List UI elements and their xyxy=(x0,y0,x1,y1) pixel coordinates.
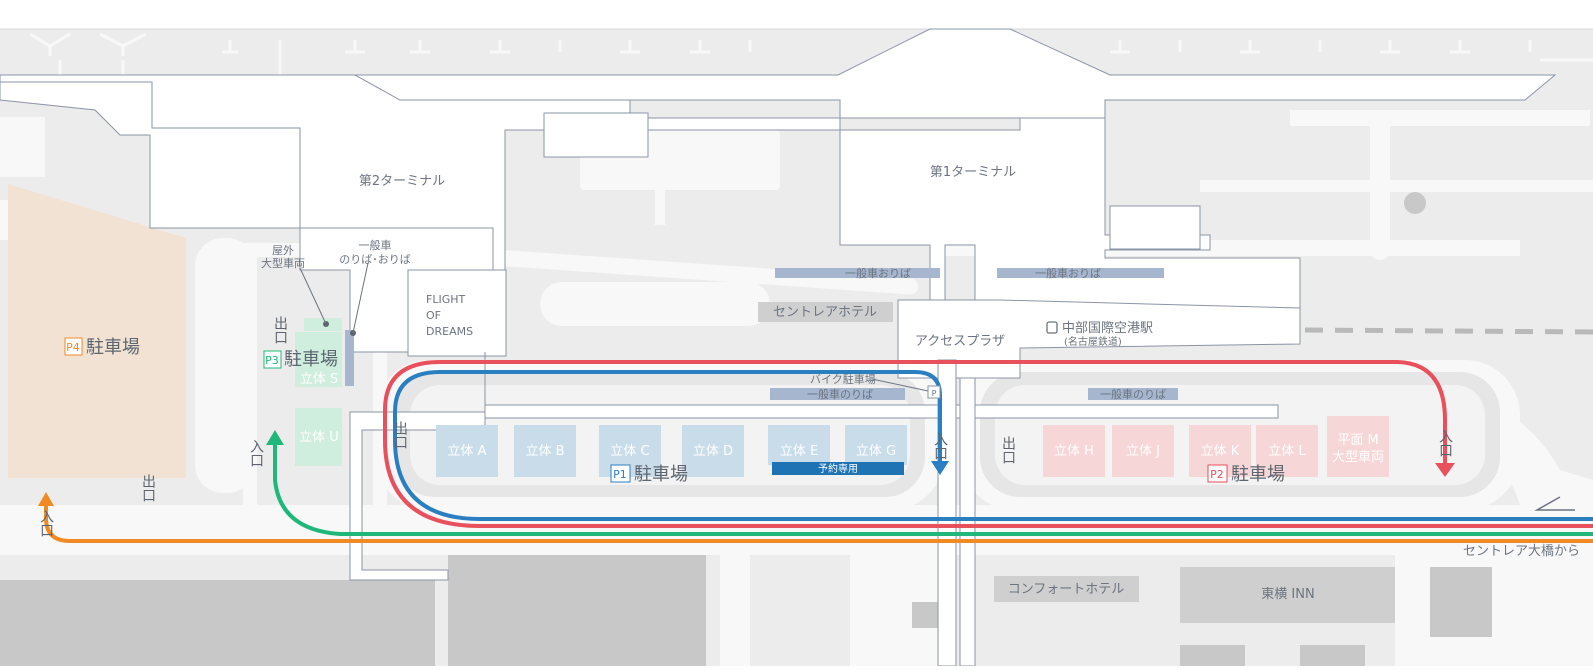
route-red xyxy=(383,360,1593,528)
p1-block-e[interactable] xyxy=(768,425,830,465)
p2-flat-m[interactable] xyxy=(1327,416,1389,477)
route-lines xyxy=(44,360,1593,543)
p1-block-c-label: 立体 C xyxy=(610,444,649,459)
exit-sign-p3: 出口 xyxy=(272,316,288,344)
entrance-sign-p3: 入口 xyxy=(248,439,264,467)
p2-block-j-label: 立体 J xyxy=(1126,444,1160,459)
p1-block-e-label: 立体 E xyxy=(780,444,818,459)
terminal-2 xyxy=(0,81,494,353)
centrair-hotel: セントレアホテル xyxy=(773,305,877,320)
flight-of-dreams-line1: FLIGHT xyxy=(426,293,465,306)
p1-badge xyxy=(610,464,631,483)
p3-parking-label: 駐車場 xyxy=(284,349,338,370)
p1-block-b-label: 立体 B xyxy=(525,444,564,459)
rail-line xyxy=(1304,327,1593,335)
p2-badge xyxy=(1207,464,1228,483)
p2-block-k-label: 立体 K xyxy=(1201,444,1240,459)
entrance-signs: 入口 入口 入口 入口 xyxy=(38,429,1453,537)
svg-text:P: P xyxy=(932,389,937,398)
p1-parking-label: 駐車場 xyxy=(634,464,688,485)
train-icon xyxy=(1046,321,1058,334)
p2-badge-text: P2 xyxy=(1210,468,1224,481)
p1-block-a-label: 立体 A xyxy=(447,444,486,459)
pickup-p2-label: 一般車のりば xyxy=(1100,387,1166,401)
p1-badge-text: P1 xyxy=(613,468,627,481)
flight-of-dreams-line3: DREAMS xyxy=(426,325,473,338)
exit-sign-p1: 出口 xyxy=(392,421,408,449)
p2-parking-label: 駐車場 xyxy=(1231,464,1285,485)
station-name: 中部国際空港駅 xyxy=(1062,321,1153,336)
p4-badge-text: P4 xyxy=(66,341,80,354)
p3-block-s[interactable] xyxy=(295,332,342,387)
route-orange xyxy=(44,503,1593,543)
p3-general-line1: 一般車 xyxy=(359,238,392,252)
dropoff-right-label: 一般車おりば xyxy=(1035,266,1101,280)
access-plaza-label: アクセスプラザ xyxy=(915,334,1005,349)
p3-block-u[interactable] xyxy=(295,408,342,466)
exit-signs: 出口 出口 出口 出口 xyxy=(140,316,1016,502)
pickup-p1-label: 一般車のりば xyxy=(807,387,873,401)
p3-large-vehicle-line1: 屋外 xyxy=(272,244,294,257)
route-green xyxy=(273,438,1593,536)
bike-parking-label: バイク駐車場 xyxy=(810,372,876,386)
dropoff-left-label: 一般車おりば xyxy=(845,266,911,280)
bike-parking-icon xyxy=(927,385,941,399)
p1-block-b[interactable] xyxy=(514,425,576,477)
p4-badge xyxy=(64,337,83,356)
p3-block-s-label: 立体 S xyxy=(300,372,338,387)
exit-sign-bottom-left: 出口 xyxy=(140,474,156,502)
entrance-sign-p1: 入口 xyxy=(932,432,948,460)
p2-flat-m-label2: 大型車両 xyxy=(1332,450,1384,465)
p4-parking-label: 駐車場 xyxy=(86,337,140,358)
p3-badge xyxy=(263,350,282,369)
arrow-red xyxy=(1435,463,1455,477)
round-marker xyxy=(1404,192,1426,214)
p1-block-g[interactable] xyxy=(845,425,907,465)
bridge-direction-icon xyxy=(1534,496,1575,511)
flight-of-dreams-building xyxy=(407,269,507,357)
arrow-green xyxy=(266,430,284,445)
bridge-label: セントレア大橋から xyxy=(1463,544,1580,559)
exit-sign-p2: 出口 xyxy=(1000,436,1016,464)
p3-block-u-label: 立体 U xyxy=(299,430,339,445)
comfort-hotel: コンフォートホテル xyxy=(1008,582,1125,597)
reserved-only-label: 予約専用 xyxy=(818,462,858,475)
p2-flat-m-label1: 平面 M xyxy=(1337,433,1378,448)
p2-block-l-label: 立体 L xyxy=(1268,444,1306,459)
arrow-blue xyxy=(931,461,949,475)
terminal-1-wing xyxy=(353,28,1557,119)
entrance-sign-p4: 入口 xyxy=(38,509,54,537)
route-blue xyxy=(393,370,1593,521)
p1-block-a[interactable] xyxy=(436,425,498,477)
p1-block-g-label: 立体 G xyxy=(856,444,896,459)
p1-block-d-label: 立体 D xyxy=(693,444,733,459)
p2-block-h[interactable] xyxy=(1043,425,1105,477)
p2-block-h-label: 立体 H xyxy=(1054,444,1094,459)
terminal-1-label: 第1ターミナル xyxy=(930,165,1016,180)
p3-badge-text: P3 xyxy=(265,354,279,367)
p4-area xyxy=(8,184,186,478)
p3-general-line2: のりば･おりば xyxy=(339,253,411,266)
entrance-sign-p2: 入口 xyxy=(1437,429,1453,457)
toyoko-inn: 東横 INN xyxy=(1261,586,1314,602)
terminal-2-label: 第2ターミナル xyxy=(359,174,445,189)
p2-block-l[interactable] xyxy=(1256,425,1318,477)
p1-blocks xyxy=(436,425,907,477)
p1-block-d[interactable] xyxy=(682,425,744,477)
p2-block-j[interactable] xyxy=(1112,425,1174,477)
reserved-only-bar xyxy=(772,462,904,475)
station-sub: (名古屋鉄道) xyxy=(1064,335,1122,348)
terminal-1-side xyxy=(1109,205,1201,250)
other-buildings xyxy=(0,555,1492,666)
terminal-1-pier xyxy=(543,112,649,158)
access-plaza-building xyxy=(897,299,1301,379)
arrow-orange xyxy=(38,492,54,506)
p3-large-vehicle-line2: 大型車両 xyxy=(261,256,305,270)
flight-of-dreams-line2: OF xyxy=(426,309,441,322)
